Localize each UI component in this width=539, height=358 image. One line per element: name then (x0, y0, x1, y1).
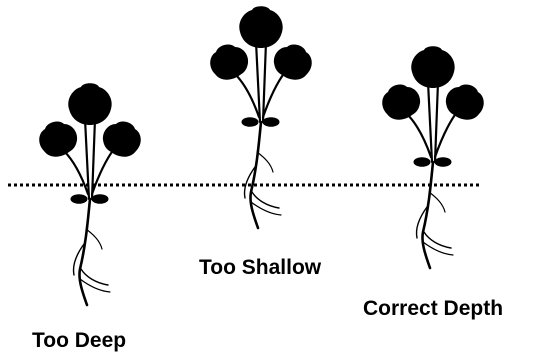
label-too-shallow: Too Shallow (199, 257, 321, 278)
plant-too-deep (39, 83, 141, 305)
label-correct-depth: Correct Depth (363, 298, 503, 319)
label-too-deep: Too Deep (32, 330, 126, 351)
plant-too-shallow (210, 6, 312, 228)
plant-correct-depth (382, 46, 484, 268)
